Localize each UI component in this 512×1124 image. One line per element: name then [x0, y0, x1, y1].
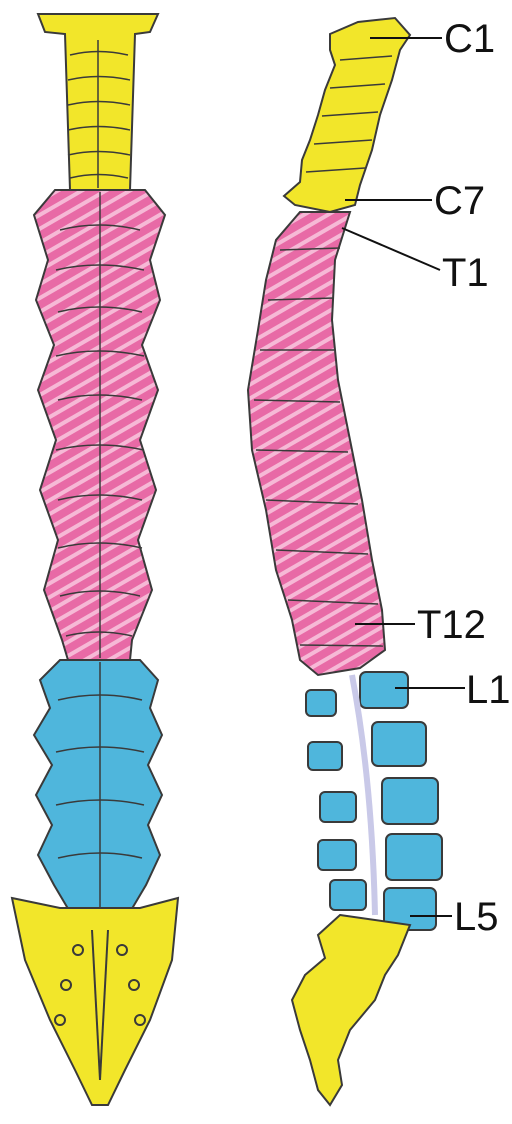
label-c7: C7 — [434, 179, 485, 223]
lumbar-process-4 — [318, 840, 356, 870]
front-cervical-vertebrae — [38, 14, 158, 190]
side-view-spine — [248, 18, 442, 1105]
label-c1: C1 — [444, 17, 495, 61]
lumbar-process-1 — [306, 690, 336, 716]
side-cervical-vertebrae — [284, 18, 410, 212]
lumbar-process-2 — [308, 742, 342, 770]
leader-t1 — [342, 228, 440, 270]
label-l5: L5 — [454, 895, 499, 939]
front-lumbar-vertebrae — [34, 660, 162, 912]
label-t1: T1 — [442, 251, 489, 295]
label-l1: L1 — [466, 668, 511, 712]
front-view-spine — [12, 14, 178, 1105]
side-thoracic-vertebrae — [248, 212, 385, 675]
label-t12: T12 — [417, 603, 486, 647]
lumbar-body-l4 — [386, 834, 442, 880]
side-sacrum — [292, 915, 410, 1105]
front-thoracic-vertebrae — [34, 190, 165, 660]
lumbar-process-3 — [320, 792, 356, 822]
lumbar-body-l2 — [372, 722, 426, 766]
lumbar-body-l3 — [382, 778, 438, 824]
front-sacrum — [12, 898, 178, 1105]
lumbar-body-l1 — [360, 672, 408, 708]
lumbar-process-5 — [330, 880, 366, 910]
